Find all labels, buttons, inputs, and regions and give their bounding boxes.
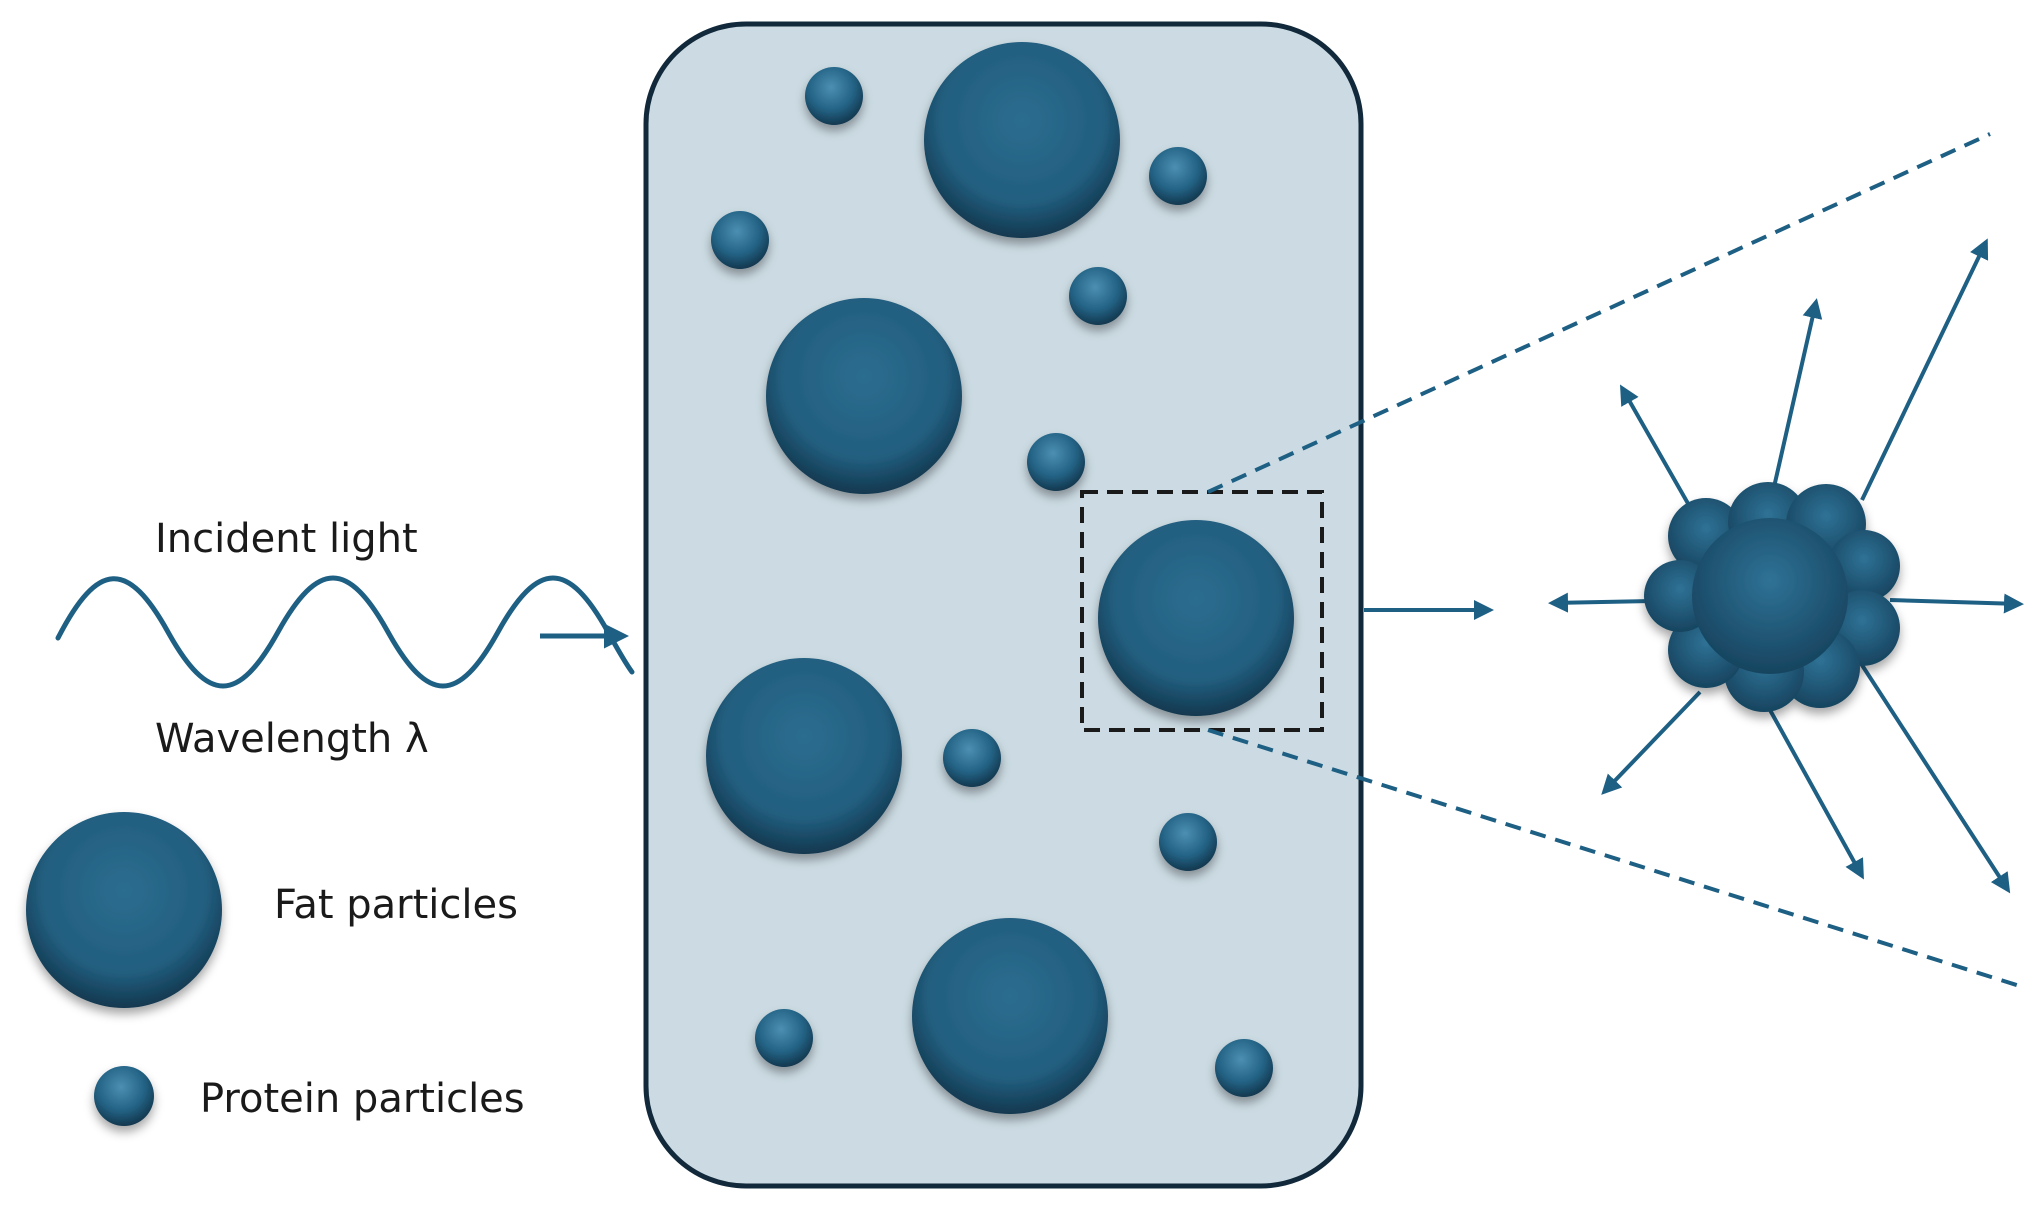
protein-particle xyxy=(1159,813,1217,871)
fat-particle xyxy=(766,298,962,494)
protein-particle xyxy=(1069,267,1127,325)
wavelength-label: Wavelength λ xyxy=(155,716,429,762)
scatter-arrow xyxy=(1770,298,1823,497)
zoom-selection-box xyxy=(1080,490,1324,732)
legend-protein-label: Protein particles xyxy=(200,1076,525,1122)
scatter-arrow xyxy=(1858,660,2011,894)
scatter-arrow xyxy=(1768,709,1864,880)
protein-particle xyxy=(1027,433,1085,491)
light-wave xyxy=(55,575,635,689)
protein-particle xyxy=(1215,1039,1273,1097)
legend-fat-icon xyxy=(26,812,222,1008)
legend-fat-label: Fat particles xyxy=(274,882,518,928)
fat-particle xyxy=(706,658,902,854)
legend-protein-icon xyxy=(94,1066,154,1126)
scatter-arrow xyxy=(1620,384,1696,515)
scattering-particle-cloud xyxy=(1644,482,1900,712)
protein-particle xyxy=(711,211,769,269)
zoom-line-top xyxy=(1207,132,1991,494)
scatter-arrow xyxy=(1860,238,1989,501)
protein-particle xyxy=(755,1009,813,1067)
incident-light-label: Incident light xyxy=(155,516,418,562)
fat-particle xyxy=(1098,520,1294,716)
protein-particle-group xyxy=(711,67,1273,1097)
scatter-arrow xyxy=(1548,592,1653,613)
protein-particle xyxy=(805,67,863,125)
fat-particle-group xyxy=(706,42,1294,1114)
fat-particle xyxy=(924,42,1120,238)
scattered-light-arrows xyxy=(1548,238,2024,894)
protein-particle xyxy=(943,729,1001,787)
scatter-arrow xyxy=(1601,690,1702,795)
zoom-line-bottom xyxy=(1207,728,2027,990)
fat-particle xyxy=(912,918,1108,1114)
legend: Fat particles Protein particles xyxy=(26,812,525,1126)
scatter-arrow xyxy=(1889,593,2024,614)
protein-particle xyxy=(1149,147,1207,205)
